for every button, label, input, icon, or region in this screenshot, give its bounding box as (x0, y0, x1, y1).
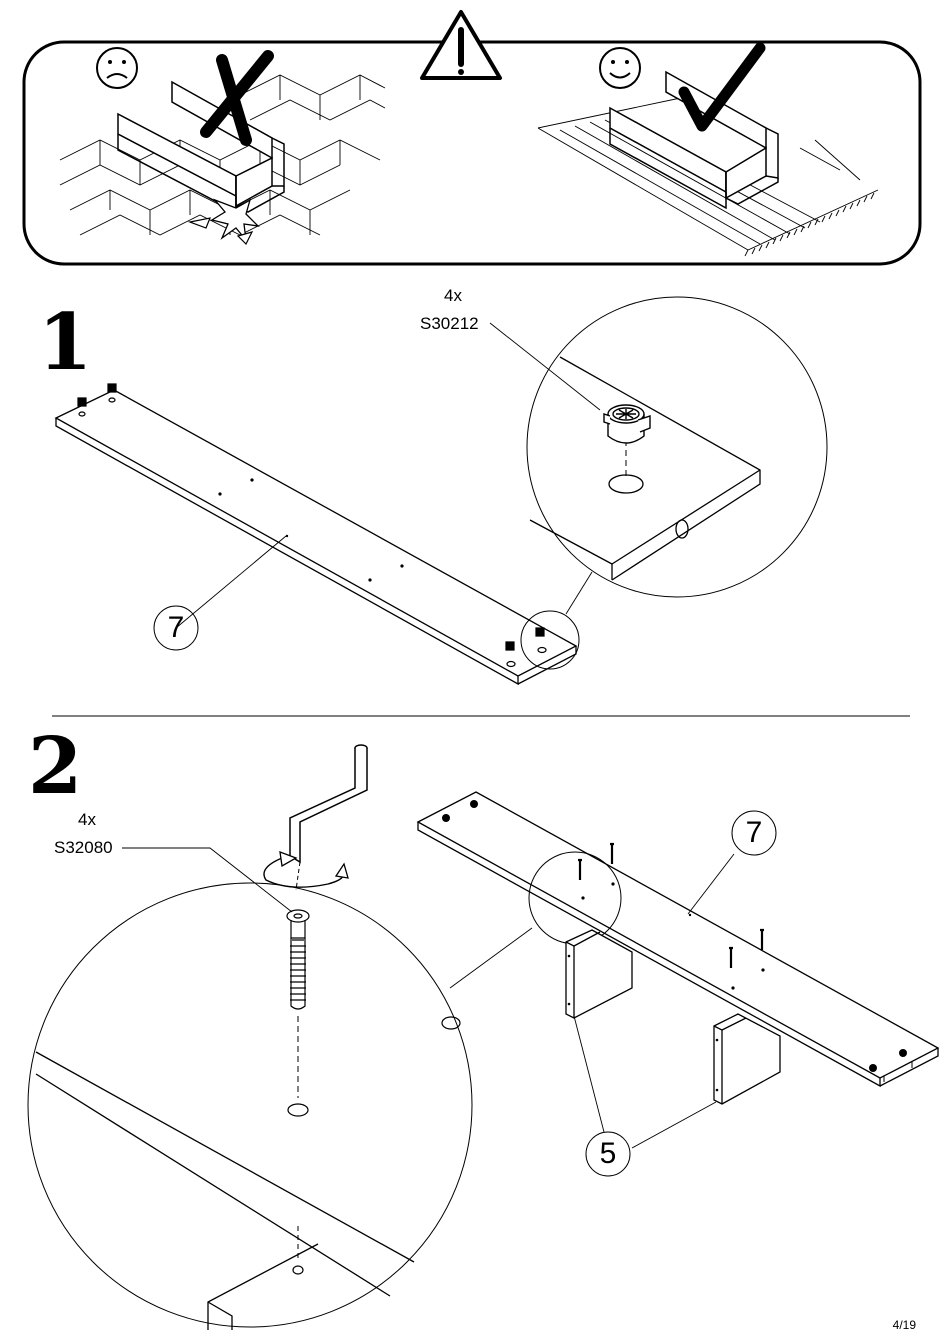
step1-part-code: S30212 (420, 314, 479, 334)
warning-banner (24, 12, 920, 264)
cam-bolt-icon (287, 910, 309, 1009)
step1-part-callout: 7 (156, 611, 196, 645)
warning-triangle-icon (422, 12, 500, 78)
step1-quantity: 4x (444, 286, 462, 306)
cross-mark-icon (206, 56, 268, 140)
cam-lock-fitting-icon (604, 405, 650, 443)
step2-legs-callout: 5 (588, 1137, 628, 1171)
step1-number: 1 (38, 304, 90, 382)
rotation-arrow-icon (264, 858, 343, 887)
allen-key-icon (290, 745, 367, 890)
step2-quantity: 4x (78, 810, 96, 830)
shelf-on-carpet (610, 72, 778, 208)
step2-top-callout: 7 (734, 816, 774, 850)
happy-face-icon (600, 48, 640, 88)
side-panel-right (714, 1014, 780, 1104)
step2-drawing (28, 745, 938, 1330)
step2-part-code: S32080 (54, 838, 113, 858)
shelf-standing-on-edge (118, 82, 284, 212)
sad-face-icon (97, 48, 137, 88)
step2-number: 2 (28, 728, 80, 806)
hard-floor-illustration (60, 75, 385, 235)
page-number: 4/19 (893, 1318, 916, 1332)
